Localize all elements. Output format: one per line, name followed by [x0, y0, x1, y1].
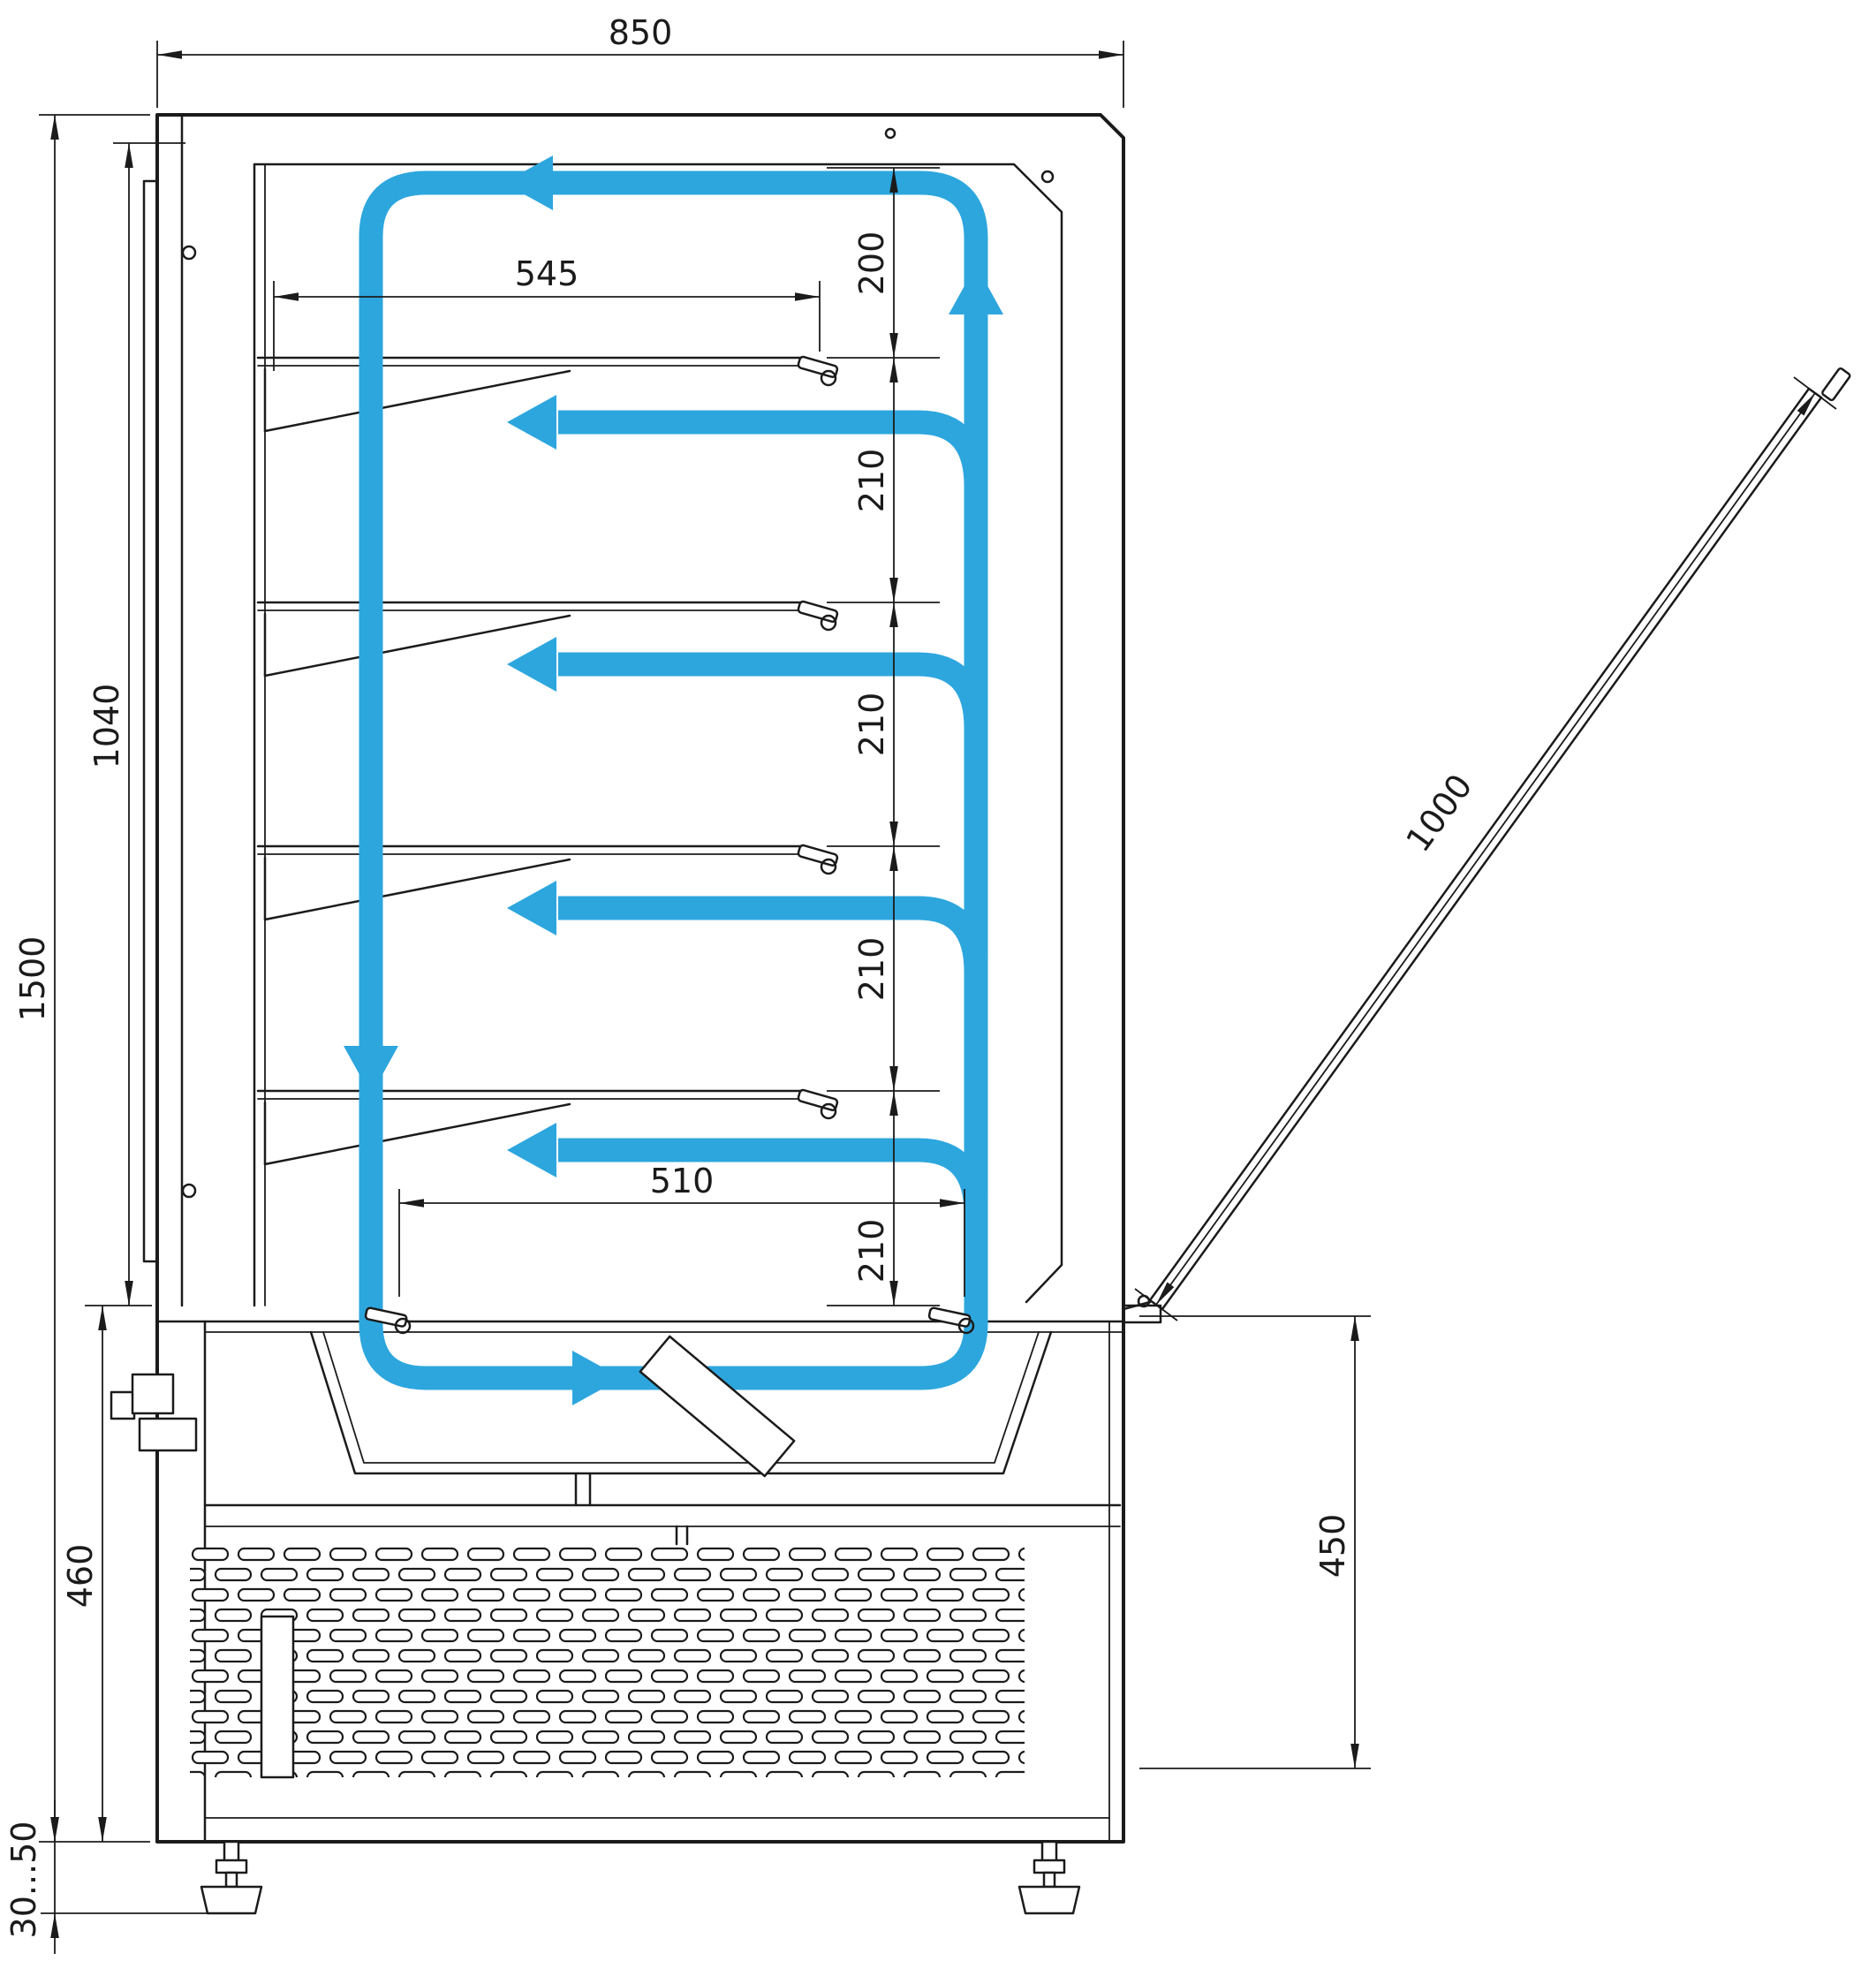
compressor-components: [110, 1373, 198, 1452]
dim-label: 210: [852, 937, 891, 1002]
airflow-loop: [359, 170, 988, 1390]
dim-height-overall: 1500: [13, 114, 150, 1843]
shelf: [256, 600, 839, 678]
price-tag-holder: [797, 844, 839, 867]
flow-arrow-left-icon: [507, 637, 556, 692]
condensate-well: [309, 1330, 1053, 1475]
price-tag-holder: [797, 1088, 839, 1112]
deck-tag-holders: [364, 1306, 975, 1335]
dim-label: 210: [852, 1219, 891, 1283]
dim-label: 200: [852, 231, 891, 296]
dim-label: 850: [609, 13, 673, 52]
dim-feet-range: 30...50: [4, 1800, 208, 1954]
shelves: [256, 355, 839, 1166]
screw-icon: [181, 1183, 197, 1199]
airflow-branch: [558, 652, 988, 729]
dim-label: 510: [650, 1162, 715, 1200]
adjustable-foot: [1017, 1840, 1081, 1915]
cabinet-outline: [142, 113, 1125, 1307]
dim-label: 210: [852, 449, 891, 513]
dim-glass-length: 1000: [1134, 376, 1837, 1321]
dim-label: 1000: [1398, 767, 1479, 859]
dim-label: 545: [515, 254, 579, 293]
shelf: [256, 355, 839, 433]
dim-label: 450: [1313, 1514, 1352, 1579]
shelf: [256, 1088, 839, 1166]
shelf: [256, 844, 839, 921]
airflow-branch: [558, 896, 988, 973]
dim-label: 1040: [87, 684, 126, 769]
glass-door-open: [1122, 367, 1851, 1311]
dim-width-top: 850: [156, 13, 1124, 108]
dim-height-display: 1040: [85, 142, 185, 1306]
screw-icon: [1040, 170, 1055, 184]
airflow: [344, 155, 1003, 1405]
dim-shelf-depth: 545: [273, 254, 821, 371]
door-handle-bracket: [1821, 367, 1851, 402]
ventilation-grille: [190, 1544, 1025, 1777]
airflow-branch: [558, 1138, 988, 1215]
airflow-branch: [558, 410, 988, 487]
flow-arrow-left-icon: [507, 1123, 556, 1177]
evaporator-fan: [639, 1335, 796, 1478]
flow-arrow-up-icon: [949, 265, 1003, 314]
adjustable-foot: [200, 1840, 263, 1915]
flow-arrow-left-icon: [507, 395, 556, 450]
flow-arrow-right-icon: [572, 1351, 622, 1405]
airflow-arrows: [344, 155, 1003, 1405]
dim-deck-depth: 510: [398, 1162, 965, 1297]
price-tag-holder: [797, 600, 839, 624]
dim-base-right-height: 450: [1139, 1315, 1371, 1769]
dim-label: 1500: [13, 936, 52, 1022]
base-section: [110, 1294, 1162, 1915]
dim-label: 30...50: [4, 1821, 43, 1939]
grille-bracket: [260, 1615, 295, 1779]
flow-arrow-down-icon: [344, 1046, 398, 1095]
dimensions: 850 1500 1040 460 30...50: [4, 13, 1837, 1954]
price-tag-holder: [797, 355, 839, 379]
dim-base-height: 460: [61, 1306, 107, 1842]
dim-label: 460: [61, 1544, 100, 1609]
dim-label: 210: [852, 693, 891, 757]
flow-arrow-left-icon: [507, 881, 556, 935]
screw-icon: [181, 245, 197, 261]
hinge-pin-icon: [884, 127, 896, 140]
dim-shelf-gaps-chain: 200 210 210 210 210: [827, 167, 940, 1306]
